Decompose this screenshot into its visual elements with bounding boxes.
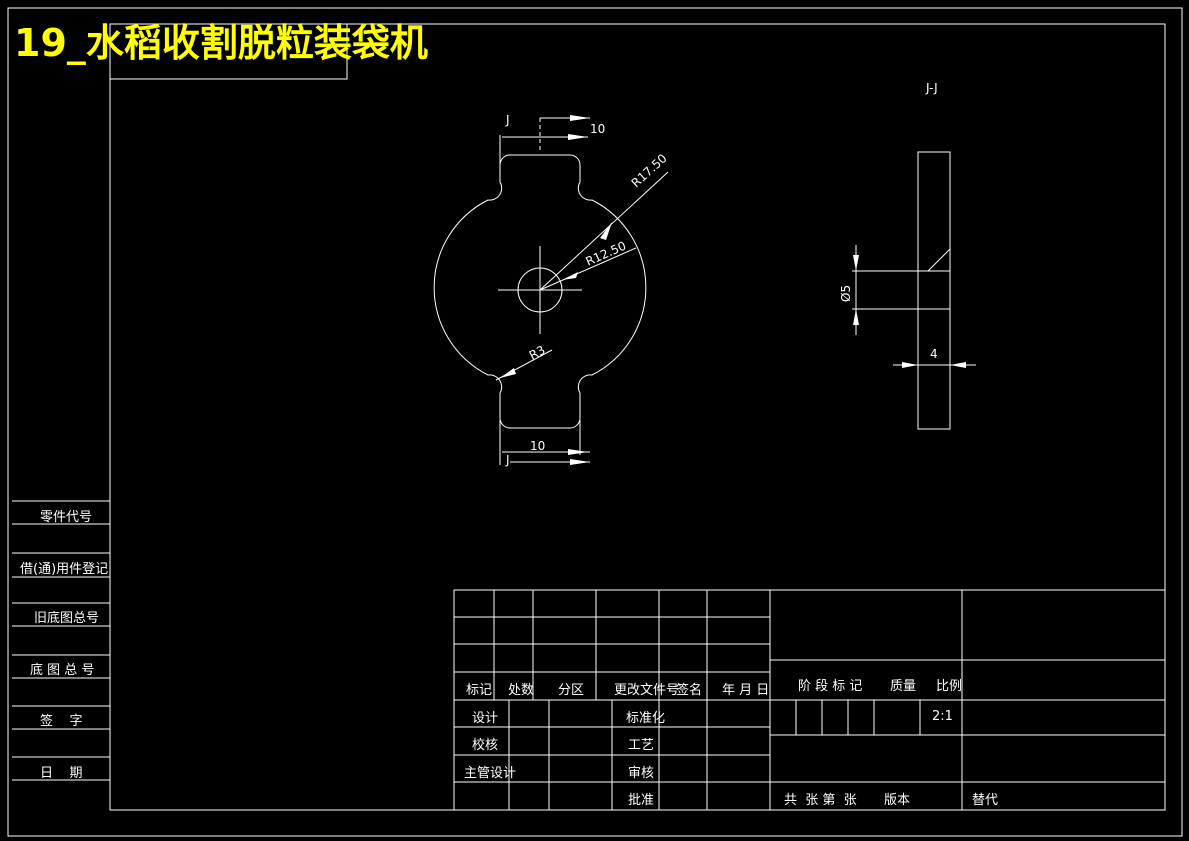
cut-label-bottom: J <box>505 453 510 467</box>
label-process: 工艺 <box>628 738 654 753</box>
hdr-sign: 签名 <box>676 682 702 698</box>
label-chief: 主管设计 <box>464 766 516 781</box>
hdr-change-doc: 更改文件号 <box>614 683 679 698</box>
dim-thickness: 4 <box>930 347 938 361</box>
label-review: 审核 <box>628 766 654 781</box>
left-column: 零件代号 借(通)用件登记 旧底图总号 底 图 总 号 签 字 日 期 <box>12 500 110 781</box>
label-scale: 比例 <box>936 679 962 694</box>
dim-hole-dia: Ø5 <box>839 285 853 302</box>
hdr-mark: 标记 <box>466 683 492 698</box>
label-approve: 批准 <box>628 793 654 808</box>
label-borrow-register: 借(通)用件登记 <box>20 562 108 577</box>
section-rect <box>917 151 951 430</box>
hdr-date: 年 月 日 <box>722 683 769 698</box>
hdr-count: 处数 <box>508 683 534 698</box>
section-view: J-J Ø5 4 <box>839 81 976 430</box>
label-part-code: 零件代号 <box>40 510 92 525</box>
section-label: J-J <box>925 81 938 95</box>
label-stage-mark: 阶 段 标 记 <box>798 679 862 694</box>
scale-value: 2:1 <box>932 709 953 724</box>
label-check: 校核 <box>472 737 498 753</box>
label-sheets: 共 张 第 张 <box>784 793 857 808</box>
label-old-base-number: 旧底图总号 <box>34 610 99 626</box>
outer-frame <box>7 7 1183 837</box>
cut-label-top: J <box>505 113 510 127</box>
title-box <box>109 23 348 80</box>
dim-r-outer: R17.50 <box>629 151 670 190</box>
label-standard: 标准化 <box>626 711 665 726</box>
label-signature: 签 字 <box>40 713 83 729</box>
dim-bottom-width: 10 <box>530 439 545 453</box>
dim-top-width: 10 <box>590 122 605 136</box>
title-block: 标记 处数 分区 更改文件号 签名 年 月 日 设计 校核 主管设计 标准化 工… <box>453 589 1166 811</box>
label-base-number: 底 图 总 号 <box>30 662 94 678</box>
label-mass: 质量 <box>890 679 916 694</box>
drawing-title: 19_水稻收割脱粒装袋机 <box>14 21 428 65</box>
part-outline <box>433 154 647 429</box>
hdr-zone: 分区 <box>558 683 584 698</box>
label-date: 日 期 <box>40 766 83 781</box>
dim-r-fillet: R3 <box>527 343 548 363</box>
part-front-view <box>433 154 647 429</box>
label-version: 版本 <box>884 793 910 808</box>
label-replace: 替代 <box>972 793 998 808</box>
label-design: 设计 <box>472 711 498 726</box>
